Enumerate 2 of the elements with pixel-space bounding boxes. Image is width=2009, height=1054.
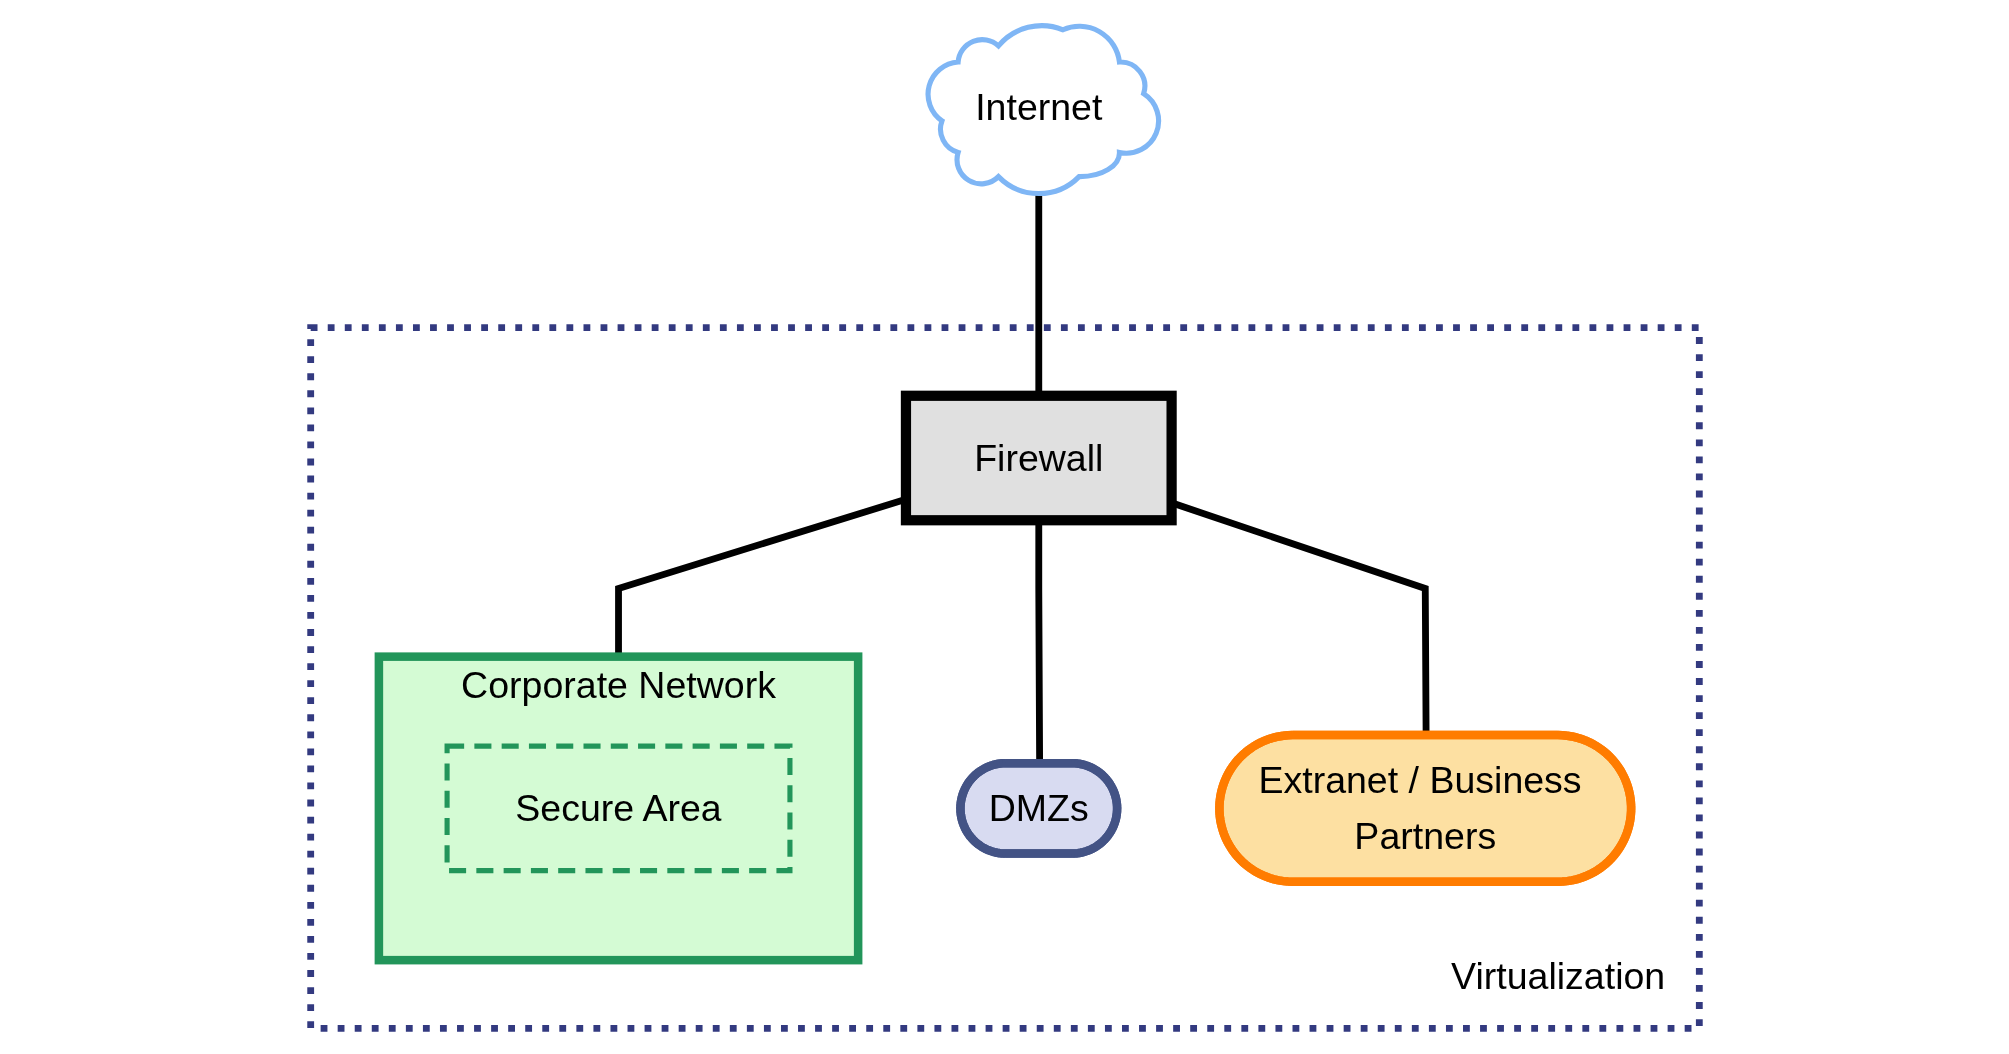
node-box: Secure Area xyxy=(444,743,792,874)
node-box: Firewall xyxy=(900,390,1177,526)
